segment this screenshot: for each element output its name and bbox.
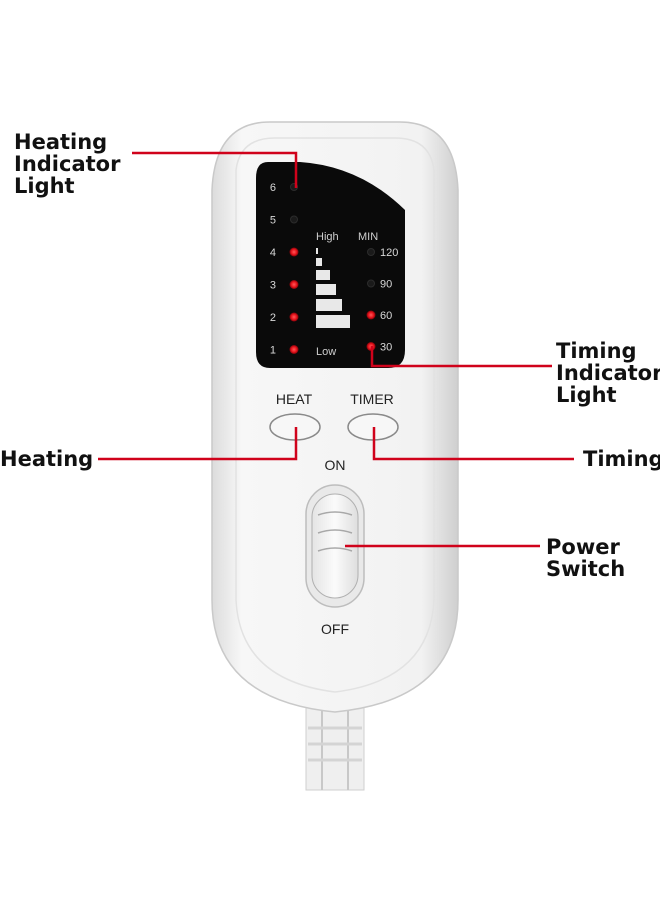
callout-heating-indicator-light: Heating Indicator Light (14, 130, 121, 198)
timer-option-label: 60 (380, 310, 392, 322)
intensity-ramp (316, 248, 350, 328)
callout-heating: Heating (0, 447, 94, 471)
heat-level-label: 3 (270, 280, 276, 292)
power-cable (305, 699, 365, 791)
heat-level-led (290, 215, 298, 224)
callout-power-switch: Power Switch (546, 535, 626, 581)
scale-low-label: Low (316, 346, 336, 358)
heat-level-label: 1 (270, 345, 276, 357)
heat-level-label: 2 (270, 312, 276, 324)
timer-option-label: 90 (380, 279, 392, 291)
heat-level-column: 6 5 4 3 2 1 (270, 182, 299, 357)
timer-option-led (367, 248, 375, 256)
switch-on-label: ON (325, 457, 346, 473)
heat-level-led (289, 247, 299, 257)
heat-level-led (289, 345, 299, 354)
heat-level-led (289, 280, 299, 289)
callout-lines (98, 151, 574, 548)
timer-option-label: 120 (380, 247, 398, 259)
callout-timing-indicator-light: Timing Indicator Light (556, 339, 660, 407)
timer-button-label: TIMER (350, 391, 394, 407)
timer-option-label: 30 (380, 342, 392, 354)
heat-level-led (289, 312, 299, 322)
heat-button-label: HEAT (276, 391, 313, 407)
timer-option-led (367, 279, 375, 288)
heat-level-label: 4 (270, 247, 276, 259)
scale-high-label: High (316, 231, 339, 243)
heat-level-label: 6 (270, 182, 276, 194)
heat-level-label: 5 (270, 215, 276, 227)
timer-option-led (366, 310, 376, 320)
timer-option-column: 120 90 60 30 (366, 247, 398, 354)
callout-timing: Timing (583, 447, 660, 471)
switch-grip-lines (317, 511, 353, 552)
led-display (256, 162, 405, 368)
timer-header-label: MIN (358, 231, 378, 243)
switch-off-label: OFF (321, 621, 349, 637)
